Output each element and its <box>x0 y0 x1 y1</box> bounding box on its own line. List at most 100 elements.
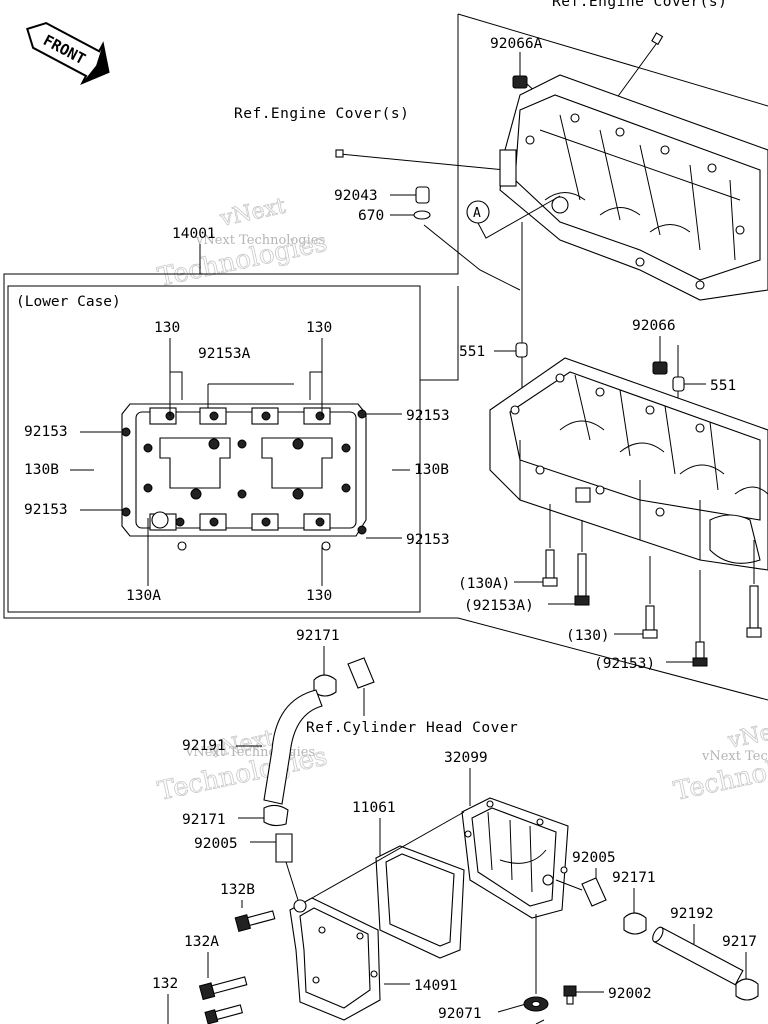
leader-line <box>497 1003 527 1013</box>
plug-icon <box>512 75 528 89</box>
part-label-132B: 132B <box>220 882 255 898</box>
bolt-head-icon <box>542 577 558 587</box>
part-label-92066A: 92066A <box>490 36 543 52</box>
bolt-icon <box>749 585 759 629</box>
part-label-92005: 92005 <box>194 836 238 852</box>
upper-crankcase-drawing <box>499 74 768 301</box>
part-label-92171: 92171 <box>612 870 656 886</box>
hose-clamp-icon <box>313 674 337 697</box>
bolt-column-group <box>542 504 762 667</box>
bolt-icon <box>645 605 655 631</box>
leader-line <box>309 371 322 400</box>
part-label-92005: 92005 <box>572 850 616 866</box>
part-label-92066: 92066 <box>632 318 676 334</box>
bolt-head-icon <box>574 595 590 606</box>
part-label-32099: 32099 <box>444 750 488 766</box>
part-label-130A: 130A <box>126 588 161 604</box>
breather-hose-drawing <box>263 689 323 805</box>
part-label-92153A: 92153A <box>198 346 251 362</box>
bolt-icon <box>577 553 587 597</box>
strainer-cover-drawing <box>289 897 381 1021</box>
bolt-head-icon <box>642 629 658 639</box>
leader-line <box>555 879 583 891</box>
bolt-132B-icon <box>234 910 276 933</box>
leader-line <box>477 195 561 239</box>
reference-marker-label: A <box>473 206 481 221</box>
part-label-130B: 130B <box>24 462 59 478</box>
leader-line <box>423 224 521 291</box>
bolt-icon <box>695 641 705 659</box>
drain-bolt-shank-icon <box>566 995 574 1005</box>
part-label-14001: 14001 <box>172 226 216 242</box>
assembly-frame <box>3 14 768 701</box>
oil-jet-icon <box>415 186 430 204</box>
lower-case-title: (Lower Case) <box>16 294 121 310</box>
bolt-icon <box>545 549 555 579</box>
part-label-132: 132 <box>152 976 178 992</box>
ref-cylinder-head-cover: Ref.Cylinder Head Cover <box>306 720 518 736</box>
lower-case-inset <box>7 285 421 613</box>
front-arrow-head-icon <box>82 44 109 84</box>
part-label-92171: 92171 <box>182 812 226 828</box>
ref-engine-cover-top: Ref.Engine Cover(s) <box>552 0 727 10</box>
part-label-92153: 92153 <box>406 532 450 548</box>
dowel-pin-icon <box>672 376 685 392</box>
fitting-icon <box>581 877 607 907</box>
part-label-92002: 92002 <box>608 986 652 1002</box>
part-label-92153: 92153 <box>24 502 68 518</box>
part-label-130-paren: (130) <box>566 628 610 644</box>
dowel-pin-icon <box>335 149 344 158</box>
part-label-92192: 92192 <box>670 906 714 922</box>
bolt-head-icon <box>692 657 708 667</box>
hose-clamp-icon <box>263 804 289 827</box>
watermark-text: vNext Technologies <box>195 233 325 248</box>
oil-pan-drawing <box>461 797 569 919</box>
plug-icon <box>652 361 668 375</box>
part-label-9217: 9217 <box>722 934 757 950</box>
part-label-92171: 92171 <box>296 628 340 644</box>
part-label-670: 670 <box>358 208 384 224</box>
leader-line <box>339 153 506 171</box>
leader-line <box>535 1019 545 1024</box>
washer-hole-icon <box>531 1001 541 1007</box>
bolt-132A-icon <box>198 976 248 1001</box>
lower-crankcase-drawing <box>489 357 768 571</box>
part-label-92153-paren: (92153) <box>594 656 655 672</box>
gasket-inner-drawing <box>385 853 455 947</box>
dowel-pin-icon <box>651 32 664 46</box>
bolt-132-icon <box>204 1004 244 1024</box>
part-label-551: 551 <box>710 378 736 394</box>
part-label-130: 130 <box>154 320 180 336</box>
frame-line <box>420 286 459 381</box>
part-label-14091: 14091 <box>414 978 458 994</box>
ref-engine-cover-mid: Ref.Engine Cover(s) <box>234 106 409 122</box>
watermark-text: vNext <box>217 194 288 232</box>
part-label-92191: 92191 <box>182 738 226 754</box>
part-label-92043: 92043 <box>334 188 378 204</box>
watermark-text: vNext Technologies <box>701 749 768 764</box>
part-label-132A: 132A <box>184 934 219 950</box>
leader-line <box>170 371 183 400</box>
hose-clamp-icon <box>735 978 759 1001</box>
part-label-92153A-paren: (92153A) <box>464 598 534 614</box>
drain-bolt-icon <box>563 985 577 997</box>
part-label-551: 551 <box>459 344 485 360</box>
o-ring-icon <box>413 210 431 220</box>
fitting-icon <box>275 833 293 863</box>
front-direction-badge: FRONT <box>26 21 110 86</box>
part-label-130A-paren: (130A) <box>458 576 510 592</box>
part-label-11061: 11061 <box>352 800 396 816</box>
leader-line <box>285 861 299 901</box>
lower-case-plan-drawing <box>121 403 367 551</box>
fitting-icon <box>347 657 375 689</box>
hose-clamp-icon <box>623 912 647 935</box>
hose-92192-icon <box>652 926 744 986</box>
part-label-130B: 130B <box>414 462 449 478</box>
part-label-130: 130 <box>306 588 332 604</box>
dowel-pin-icon <box>515 342 528 358</box>
frame-line <box>457 13 768 107</box>
part-label-92071: 92071 <box>438 1006 482 1022</box>
part-label-92153: 92153 <box>24 424 68 440</box>
